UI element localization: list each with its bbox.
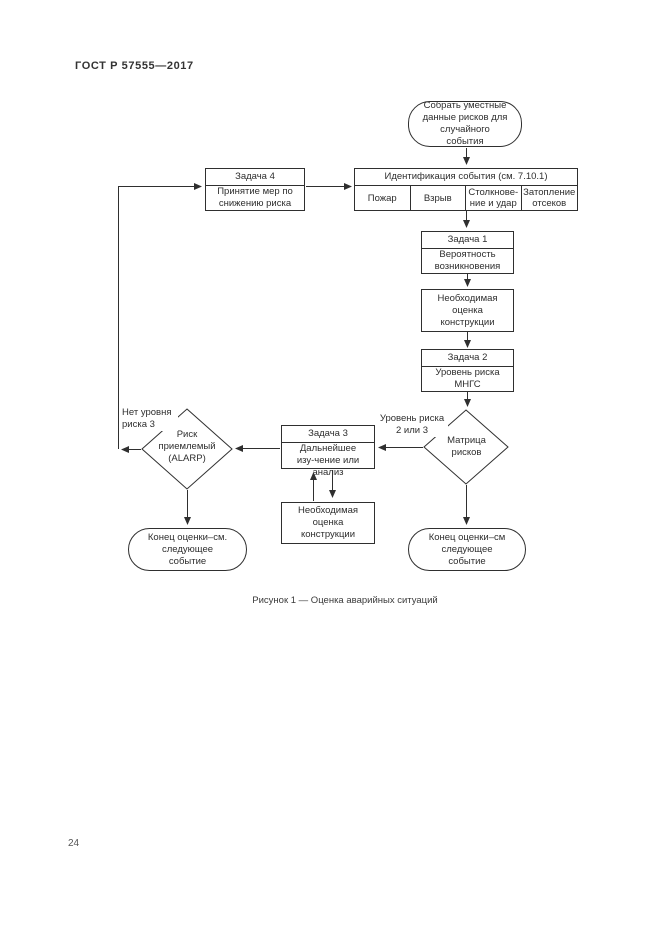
task4-title: Задача 4: [206, 169, 304, 186]
structure-assessment-top-label: Необходимая оценка конструкции: [437, 292, 498, 328]
task2-box: Задача 2 Уровень риска МНГС: [421, 349, 514, 392]
task3-title: Задача 3: [282, 426, 374, 443]
task4-box: Задача 4 Принятие мер по снижению риска: [205, 168, 305, 211]
identification-cells: Пожар Взрыв Столкнове-ние и удар Затопле…: [355, 186, 577, 210]
task3-body: Дальнейшее изу-чение или анализ: [296, 443, 360, 478]
structure-assessment-bottom-box: Необходимая оценка конструкции: [281, 502, 375, 544]
start-terminator: Собрать уместные данные рисков для случа…: [408, 100, 522, 147]
task4-body: Принятие мер по снижению риска: [217, 186, 293, 209]
task1-box: Задача 1 Вероятность возникновения: [421, 231, 514, 274]
edge-label-no-risk-level-3: Нет уровня риска 3: [122, 407, 178, 431]
page-number: 24: [68, 838, 80, 849]
event-cell-explosion: Взрыв: [411, 186, 466, 210]
end-terminator-left: Конец оценки–см. следующее событие: [128, 528, 247, 571]
end-terminator-right: Конец оценки–см следующее событие: [408, 528, 526, 571]
task2-title: Задача 2: [422, 350, 513, 367]
event-cell-fire: Пожар: [355, 186, 411, 210]
edge-label-risk-level-2-3: Уровень риска 2 или 3: [376, 413, 448, 437]
event-cell-flooding: Затопление отсеков: [523, 187, 576, 209]
end-terminator-right-label: Конец оценки–см следующее событие: [428, 531, 506, 567]
end-terminator-left-label: Конец оценки–см. следующее событие: [147, 531, 228, 567]
task2-body: Уровень риска МНГС: [435, 367, 500, 390]
task3-box: Задача 3 Дальнейшее изу-чение или анализ: [281, 425, 375, 478]
figure-caption: Рисунок 1 — Оценка аварийных ситуаций: [252, 595, 438, 606]
start-terminator-label: Собрать уместные данные рисков для случа…: [422, 100, 508, 147]
structure-assessment-bottom-label: Необходимая оценка конструкции: [297, 505, 359, 540]
event-cell-collision: Столкнове-ние и удар: [466, 186, 522, 210]
structure-assessment-top-box: Необходимая оценка конструкции: [421, 289, 514, 332]
risk-acceptable-diamond-label: Риск приемлемый (ALARP): [158, 429, 216, 464]
task1-title: Задача 1: [422, 232, 513, 249]
connector-lines: [118, 148, 471, 525]
task1-body: Вероятность возникновения: [434, 249, 501, 272]
risk-matrix-diamond-label: Матрица рисков: [447, 435, 486, 458]
standard-number-header: ГОСТ Р 57555—2017: [75, 60, 194, 72]
identification-title: Идентификация события (см. 7.10.1): [355, 169, 577, 186]
identification-box: Идентификация события (см. 7.10.1) Пожар…: [354, 168, 578, 211]
